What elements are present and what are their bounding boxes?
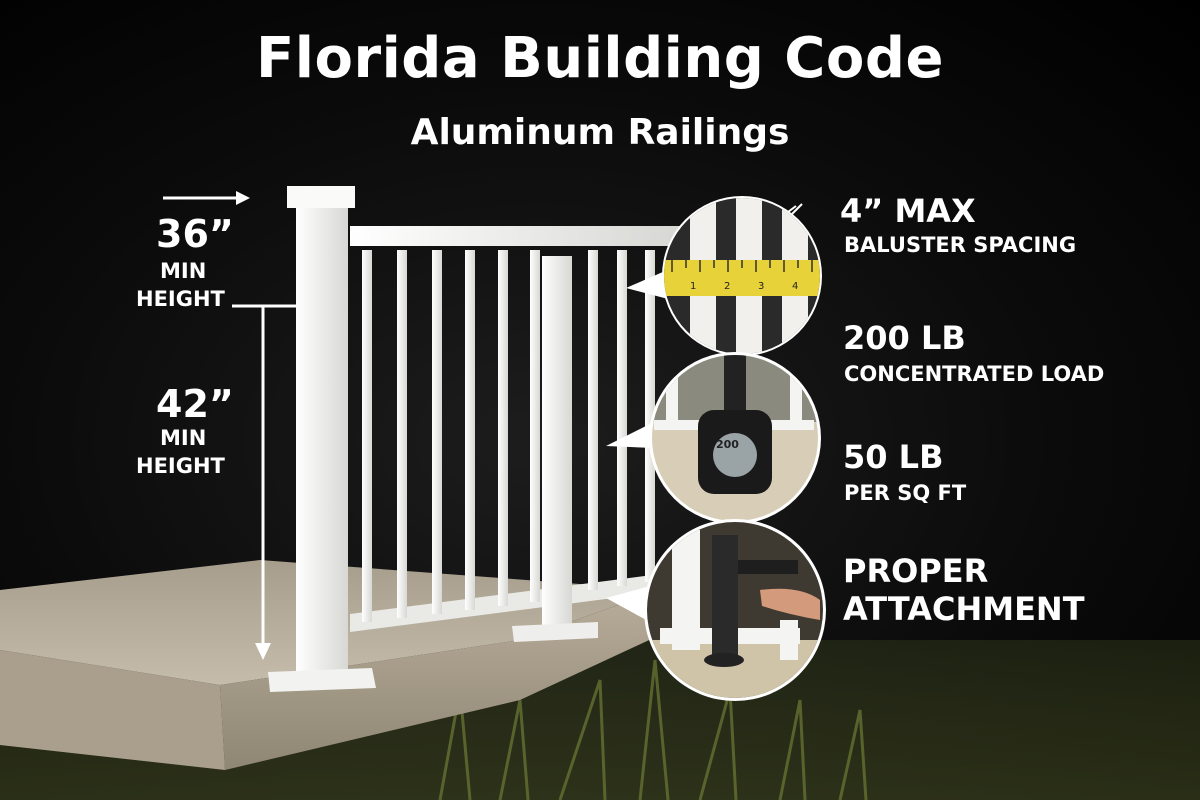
top-rail bbox=[350, 226, 680, 246]
height-min-label: MIN bbox=[160, 426, 207, 450]
spec-attachment-label: ATTACHMENT bbox=[843, 590, 1085, 628]
pointer-attachment bbox=[606, 586, 650, 622]
spec-spacing-label: BALUSTER SPACING bbox=[844, 233, 1077, 257]
tape-number: 3 bbox=[758, 281, 764, 292]
tick-mark bbox=[787, 203, 803, 215]
middle-post bbox=[542, 256, 572, 628]
slab-left bbox=[0, 650, 225, 770]
middle-post-base bbox=[512, 622, 598, 642]
spec-area-load-value: 50 LB bbox=[843, 438, 944, 476]
height-value-36: 36” bbox=[156, 212, 234, 256]
spec-area-load-label: PER SQ FT bbox=[844, 481, 967, 505]
spacing-detail-circle: 1 2 3 4 bbox=[662, 196, 822, 356]
height-value-42: 42” bbox=[156, 382, 234, 426]
load-detail-circle: 200 bbox=[649, 352, 821, 524]
pointer-load bbox=[606, 422, 654, 448]
main-post bbox=[296, 205, 348, 675]
spec-load-label: CONCENTRATED LOAD bbox=[844, 362, 1105, 386]
spec-spacing-value: 4” MAX bbox=[840, 192, 976, 230]
balusters bbox=[362, 250, 655, 622]
weight-label: 200 bbox=[716, 438, 739, 451]
height-indicators bbox=[163, 191, 296, 660]
page-subtitle: Aluminum Railings bbox=[410, 112, 790, 153]
height-min-label: MIN bbox=[160, 259, 207, 283]
post-cap bbox=[287, 186, 355, 208]
pointer-spacing bbox=[626, 268, 672, 300]
height-label: HEIGHT bbox=[136, 454, 225, 478]
tape-number: 2 bbox=[724, 281, 730, 292]
tape-number: 1 bbox=[690, 281, 696, 292]
spec-load-value: 200 LB bbox=[843, 319, 966, 357]
post-base bbox=[268, 668, 376, 692]
spec-attachment-value: PROPER bbox=[843, 552, 989, 590]
tape-number: 4 bbox=[792, 281, 798, 292]
height-label: HEIGHT bbox=[136, 287, 225, 311]
attachment-detail-circle bbox=[644, 519, 826, 701]
page-title: Florida Building Code bbox=[256, 26, 944, 91]
